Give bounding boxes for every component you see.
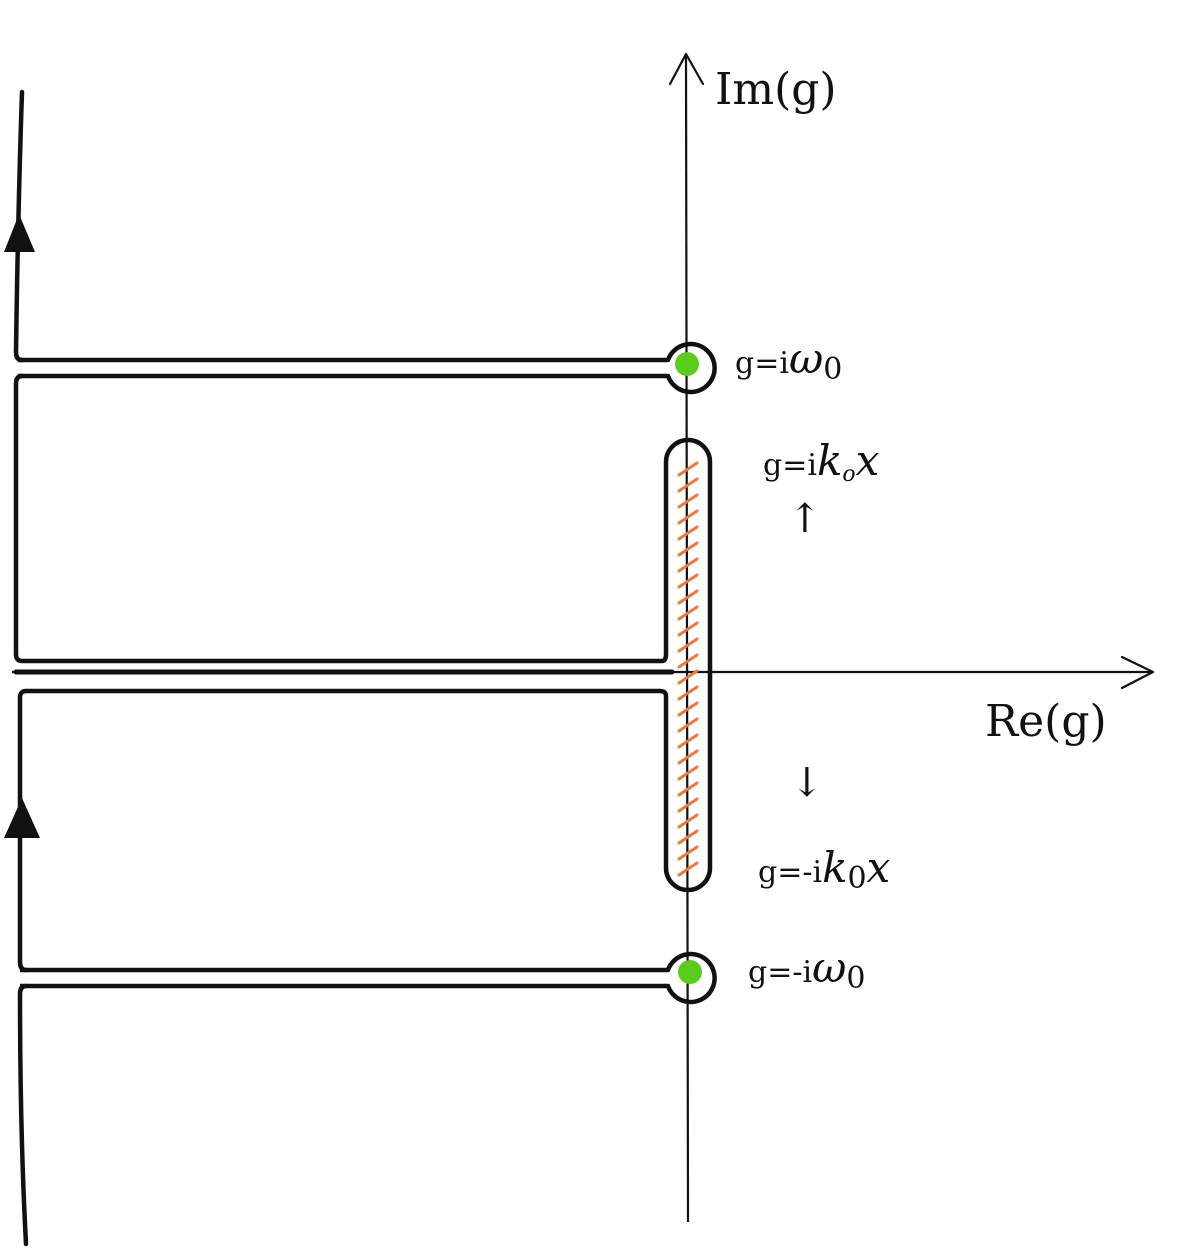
hatch-stroke — [677, 573, 699, 589]
lower-pole-keyhole — [20, 951, 717, 1005]
hatch-stroke — [677, 477, 699, 493]
branch-cut-hatching — [677, 461, 699, 877]
hatch-stroke — [677, 701, 699, 717]
hatch-stroke — [677, 541, 699, 557]
upward-arrow-icon-upper — [4, 214, 35, 252]
hatch-stroke — [677, 605, 699, 621]
upper-pole-keyhole — [18, 341, 717, 395]
hatch-stroke — [677, 829, 699, 845]
hatch-stroke — [677, 653, 699, 669]
upward-arrow-icon-lower — [4, 798, 40, 838]
left-contour — [13, 89, 713, 1247]
hatch-stroke — [677, 685, 699, 701]
imaginary-axis — [668, 52, 705, 1223]
hatch-stroke — [677, 797, 699, 813]
hatch-stroke — [677, 765, 699, 781]
hatch-stroke — [677, 621, 699, 637]
hatch-stroke — [677, 589, 699, 605]
hatch-stroke — [677, 637, 699, 653]
hatch-stroke — [677, 781, 699, 797]
hatch-stroke — [677, 509, 699, 525]
real-axis-label: Re(g) — [985, 696, 1107, 747]
lower-pole-dot — [678, 960, 702, 984]
hatch-stroke — [677, 461, 699, 477]
upper-pole-dot — [675, 352, 699, 376]
hatch-stroke — [677, 845, 699, 861]
hatch-stroke — [677, 813, 699, 829]
lower-pole-label: g=-iω0 — [748, 943, 865, 996]
upper-branch-point-label: g=ikox — [763, 436, 880, 487]
imaginary-axis-label: Im(g) — [715, 64, 837, 115]
hatch-stroke — [677, 733, 699, 749]
downward-motion-arrow-icon: ↓ — [790, 760, 824, 806]
hatch-stroke — [677, 557, 699, 573]
hatch-stroke — [677, 749, 699, 765]
lower-branch-point-label: g=-ik0x — [758, 843, 891, 896]
upward-motion-arrow-icon: ↑ — [788, 496, 822, 542]
hatch-stroke — [677, 669, 699, 685]
hatch-stroke — [677, 717, 699, 733]
hatch-stroke — [677, 493, 699, 509]
upper-pole-label: g=iω0 — [735, 334, 842, 387]
hatch-stroke — [677, 525, 699, 541]
hatch-stroke — [677, 861, 699, 877]
